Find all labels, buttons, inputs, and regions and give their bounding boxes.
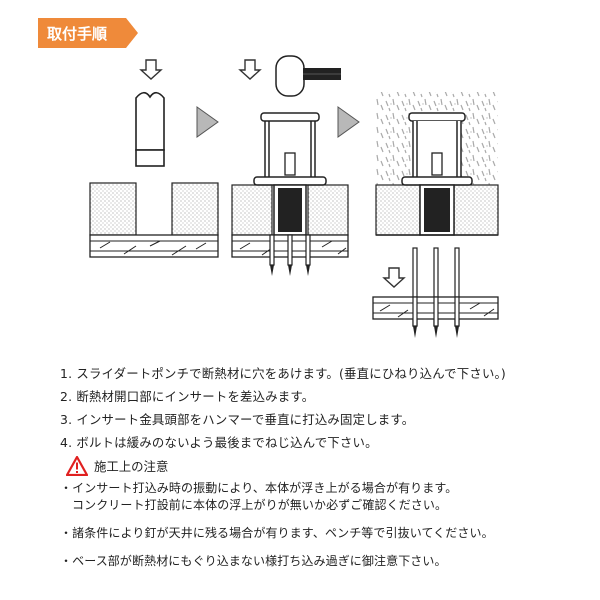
badge-shape bbox=[38, 18, 138, 48]
step3-panel bbox=[372, 92, 499, 338]
slide-punch-icon bbox=[135, 91, 165, 167]
next-arrow-icon bbox=[196, 106, 219, 138]
insulation-block bbox=[231, 184, 273, 236]
step2-panel bbox=[231, 55, 349, 276]
insert-fixture bbox=[401, 112, 473, 186]
installation-diagram bbox=[89, 55, 499, 338]
warning-triangle-icon bbox=[66, 456, 88, 476]
insulation-block bbox=[171, 182, 219, 236]
caution-note: ・ベース部が断熱材にもぐり込まない様打ち込み過ぎに御注意下さい。 bbox=[60, 553, 447, 568]
next-arrow-icon bbox=[337, 106, 360, 138]
insert-fixture bbox=[253, 112, 327, 186]
down-arrow-icon bbox=[238, 59, 262, 80]
caution-header: 施工上の注意 bbox=[66, 455, 168, 477]
wood-board bbox=[89, 234, 219, 258]
caution-note: ・インサート打込み時の振動により、本体が浮き上がる場合が有ります。 bbox=[60, 481, 458, 495]
step-item: 1. スライダートポンチで断熱材に穴をあけます。(垂直にひねり込んで下さい。) bbox=[60, 366, 506, 381]
header-badge: 取付手順 bbox=[38, 18, 138, 48]
step1-panel bbox=[89, 59, 219, 258]
caution-note: ・諸条件により釘が天井に残る場合が有ります、ペンチ等で引抜いてください。 bbox=[60, 526, 494, 540]
insulation-block bbox=[375, 184, 421, 236]
header-title: 取付手順 bbox=[47, 25, 108, 43]
caution-note-continuation: コンクリート打設前に本体の浮上がりが無いか必ずご確認ください。 bbox=[72, 497, 448, 512]
steps-list: 1. スライダートポンチで断熱材に穴をあけます。(垂直にひねり込んで下さい。) … bbox=[60, 362, 580, 454]
nails bbox=[269, 234, 311, 276]
hammer-icon bbox=[275, 55, 341, 97]
caution-title: 施工上の注意 bbox=[94, 459, 169, 474]
insulation-block bbox=[89, 182, 137, 236]
step-item: 3. インサート金具頭部をハンマーで垂直に打込み固定します。 bbox=[60, 412, 415, 427]
insulation-block bbox=[307, 184, 349, 236]
caution-notes: ・インサート打込み時の振動により、本体が浮き上がる場合が有ります。 コンクリート… bbox=[60, 480, 590, 569]
down-arrow-icon bbox=[139, 59, 163, 80]
step-item: 4. ボルトは緩みのないよう最後までねじ込んで下さい。 bbox=[60, 435, 378, 450]
step-item: 2. 断熱材開口部にインサートを差込みます。 bbox=[60, 389, 315, 404]
insulation-block bbox=[453, 184, 499, 236]
down-arrow-icon bbox=[382, 267, 406, 288]
